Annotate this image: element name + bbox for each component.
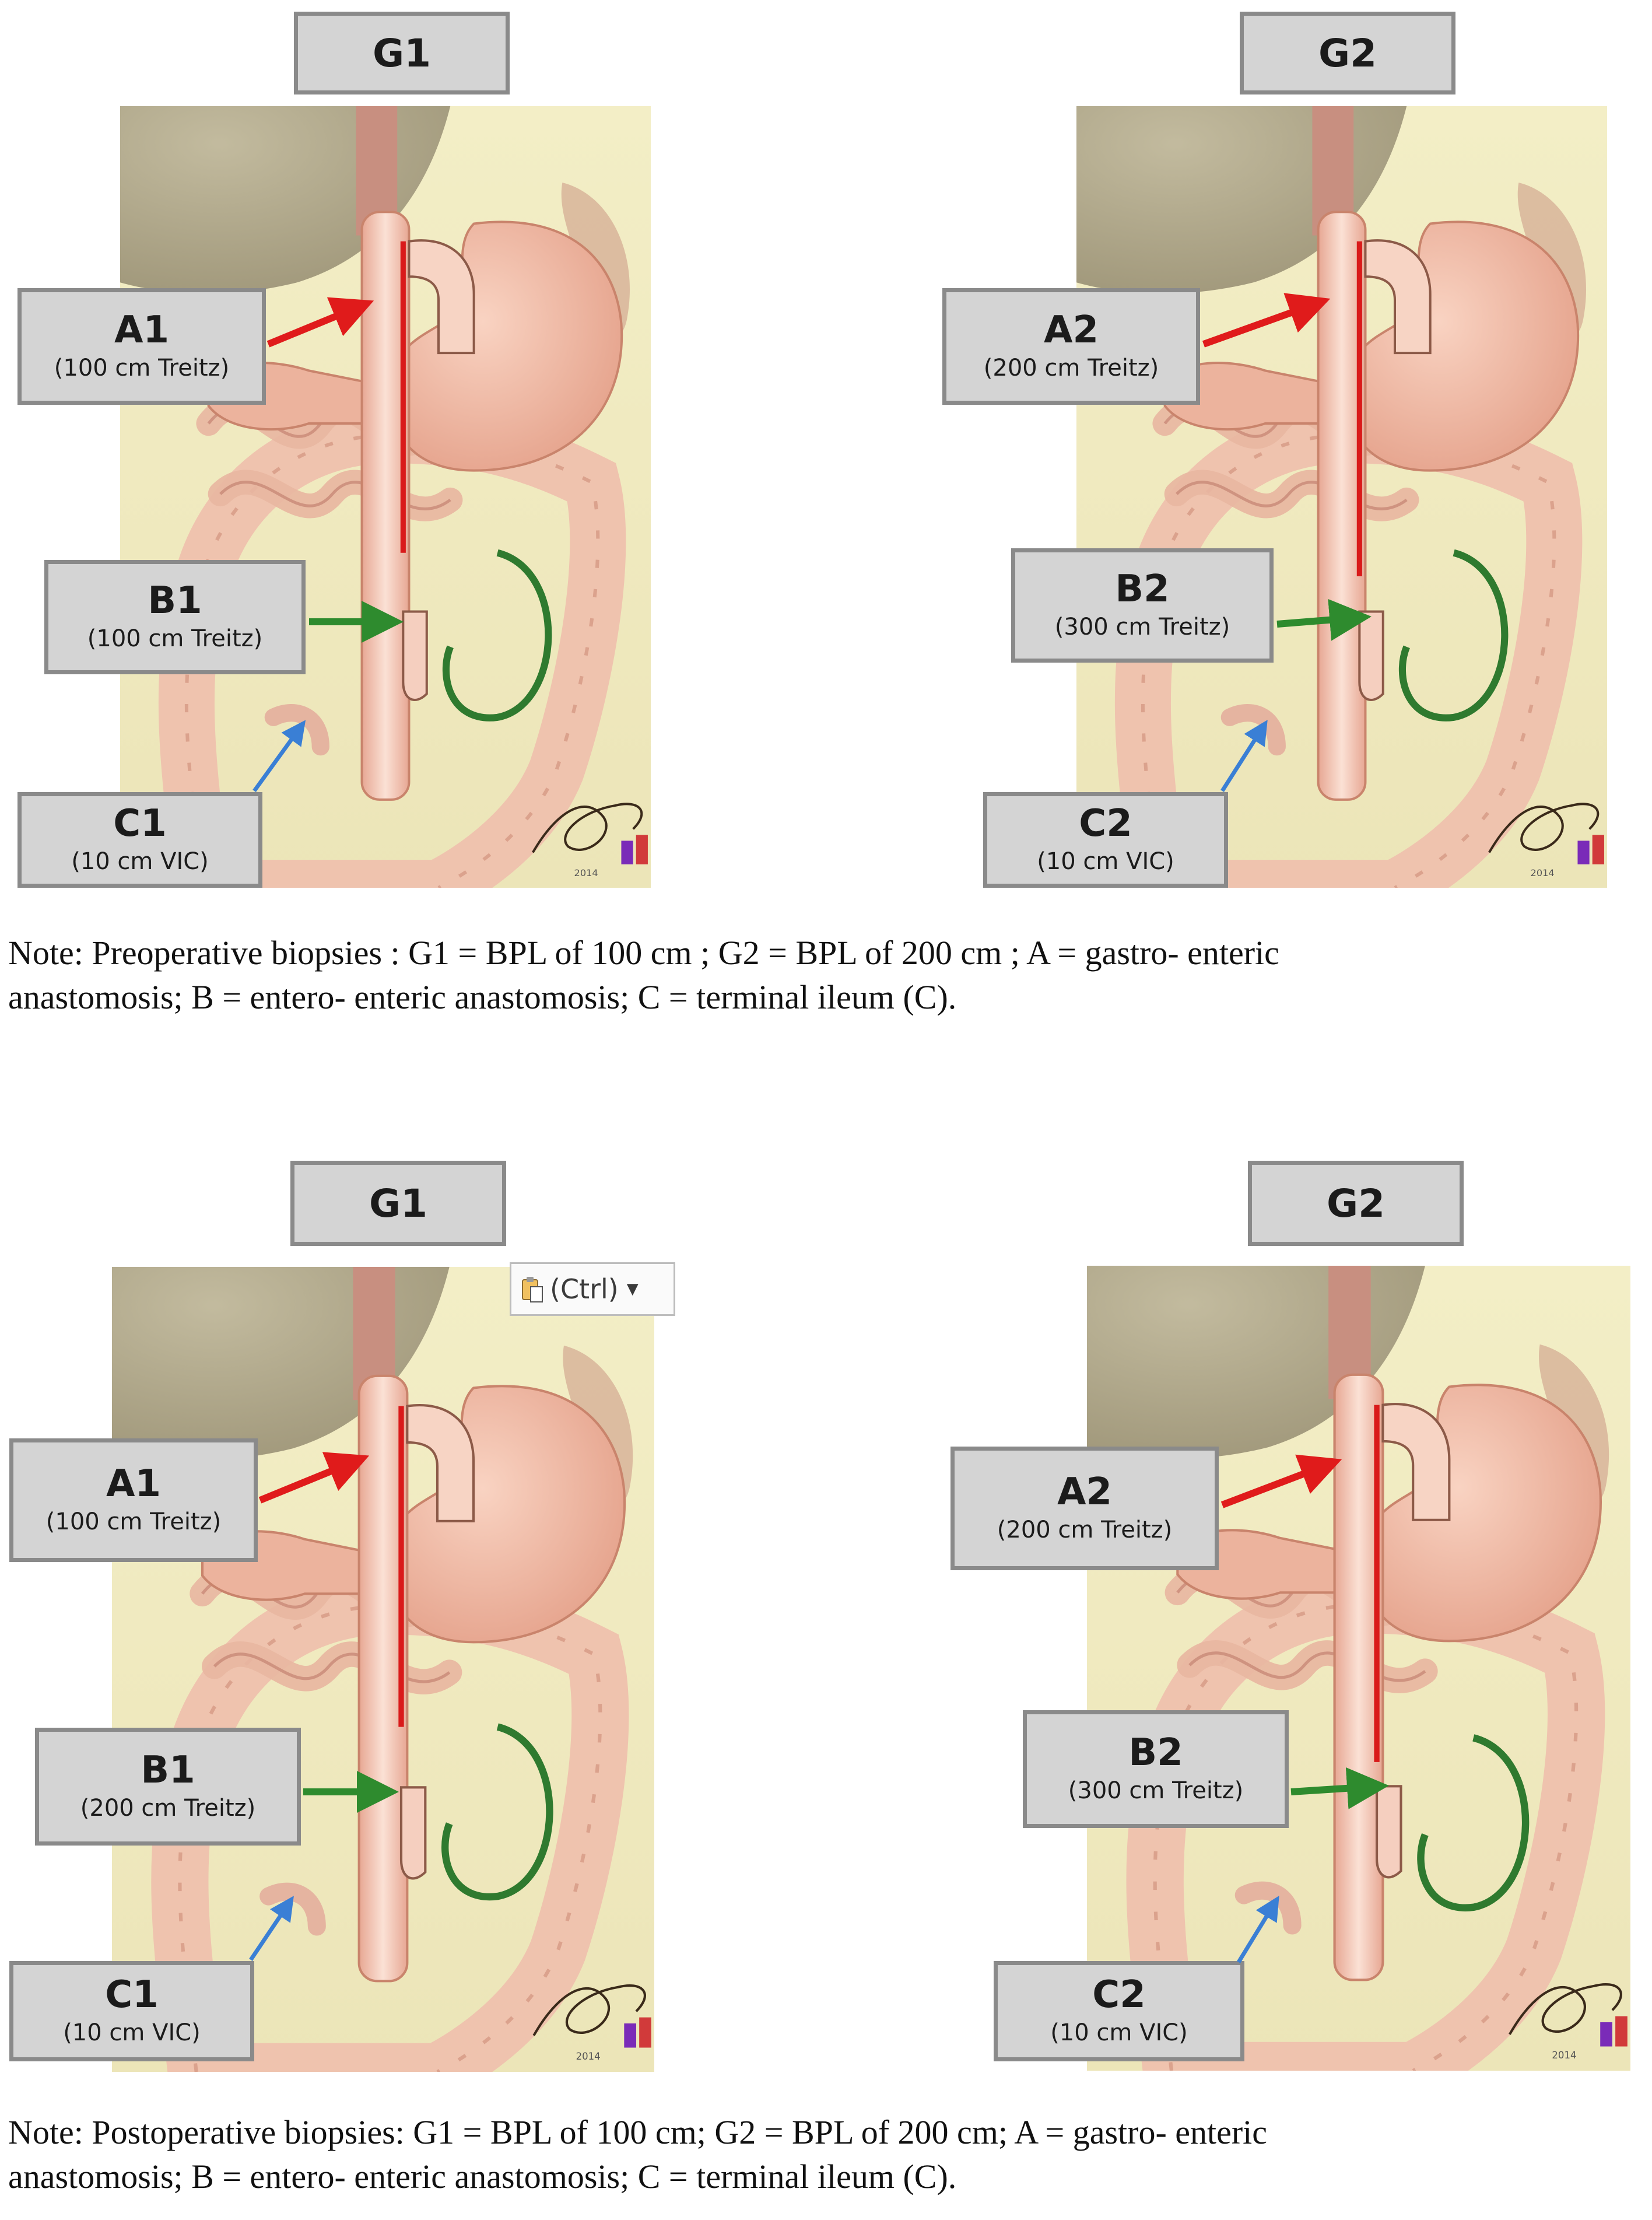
site-code: C2: [1092, 1973, 1146, 2017]
site-distance: (300 cm Treitz): [1054, 613, 1230, 640]
group-label-g2: G2: [1240, 12, 1455, 94]
signature-year: 2014: [1531, 867, 1555, 878]
site-c2-label: C2 (10 cm VIC): [983, 792, 1228, 888]
signature-year: 2014: [576, 2051, 601, 2062]
site-distance: (200 cm Treitz): [997, 1516, 1173, 1543]
site-distance: (300 cm Treitz): [1068, 1777, 1244, 1804]
group-label-g1: G1: [290, 1161, 506, 1246]
site-code: C1: [105, 1973, 159, 2017]
gut-anatomy-illustration: 2014: [1087, 1266, 1630, 2071]
site-distance: (10 cm VIC): [63, 2019, 201, 2046]
site-code: B2: [1128, 1731, 1183, 1775]
site-distance: (10 cm VIC): [71, 848, 209, 875]
site-a1-label: A1 (100 cm Treitz): [17, 288, 266, 405]
alimentary-limb-line: [442, 549, 552, 722]
site-code: B1: [148, 579, 202, 623]
gut-anatomy-illustration: 2014: [1076, 106, 1607, 888]
pre-g1-illustration: 2014: [120, 106, 651, 888]
post-g2-illustration: 2014: [1087, 1266, 1630, 2071]
signature-year: 2014: [1552, 2050, 1576, 2061]
site-code: B1: [141, 1749, 195, 1792]
site-c1-label: C1 (10 cm VIC): [17, 792, 262, 888]
paste-options-button[interactable]: (Ctrl) ▼: [510, 1262, 675, 1316]
site-b1-label: B1 (200 cm Treitz): [35, 1728, 301, 1846]
site-a1-label: A1 (100 cm Treitz): [9, 1438, 258, 1562]
preoperative-note: Note: Preoperative biopsies : G1 = BPL o…: [8, 931, 1629, 1020]
paste-options-label: (Ctrl): [550, 1273, 619, 1305]
site-distance: (100 cm Treitz): [45, 1508, 222, 1535]
site-distance: (10 cm VIC): [1050, 2019, 1188, 2046]
site-code: C1: [113, 802, 167, 846]
note-line: Note: Postoperative biopsies: G1 = BPL o…: [8, 2113, 1268, 2151]
note-line: Note: Preoperative biopsies : G1 = BPL o…: [8, 934, 1279, 972]
site-a2-label: A2 (200 cm Treitz): [942, 288, 1200, 405]
site-code: A2: [1043, 309, 1099, 352]
site-code: A2: [1057, 1470, 1113, 1514]
site-c1-label: C1 (10 cm VIC): [9, 1961, 254, 2061]
pre-g2-illustration: 2014: [1076, 106, 1607, 888]
site-code: A1: [114, 309, 170, 352]
alimentary-limb-line: [441, 1723, 553, 1901]
postoperative-note: Note: Postoperative biopsies: G1 = BPL o…: [8, 2110, 1629, 2199]
group-label-g2: G2: [1248, 1161, 1464, 1246]
site-code: C2: [1079, 802, 1132, 846]
site-code: A1: [106, 1462, 162, 1506]
site-distance: (200 cm Treitz): [983, 354, 1159, 381]
site-b2-label: B2 (300 cm Treitz): [1011, 548, 1274, 663]
site-b1-label: B1 (100 cm Treitz): [44, 560, 306, 674]
note-line: anastomosis; B = entero- enteric anastom…: [8, 978, 957, 1016]
site-a2-label: A2 (200 cm Treitz): [950, 1447, 1219, 1570]
alimentary-limb-line: [1417, 1734, 1530, 1911]
site-b2-label: B2 (300 cm Treitz): [1023, 1710, 1289, 1828]
clipboard-paste-icon: [522, 1277, 543, 1302]
chevron-down-icon: ▼: [626, 1280, 639, 1298]
gut-anatomy-illustration: 2014: [112, 1267, 654, 2072]
site-c2-label: C2 (10 cm VIC): [994, 1961, 1244, 2061]
gut-anatomy-illustration: 2014: [120, 106, 651, 888]
group-label-g1: G1: [294, 12, 510, 94]
site-distance: (100 cm Treitz): [87, 625, 263, 652]
post-g1-illustration: 2014: [112, 1267, 654, 2072]
site-distance: (200 cm Treitz): [80, 1794, 256, 1822]
site-distance: (100 cm Treitz): [54, 354, 230, 381]
alimentary-limb-line: [1398, 549, 1509, 722]
site-distance: (10 cm VIC): [1037, 848, 1174, 875]
site-code: B2: [1115, 568, 1170, 611]
note-line: anastomosis; B = entero- enteric anastom…: [8, 2158, 957, 2196]
signature-year: 2014: [574, 867, 598, 878]
